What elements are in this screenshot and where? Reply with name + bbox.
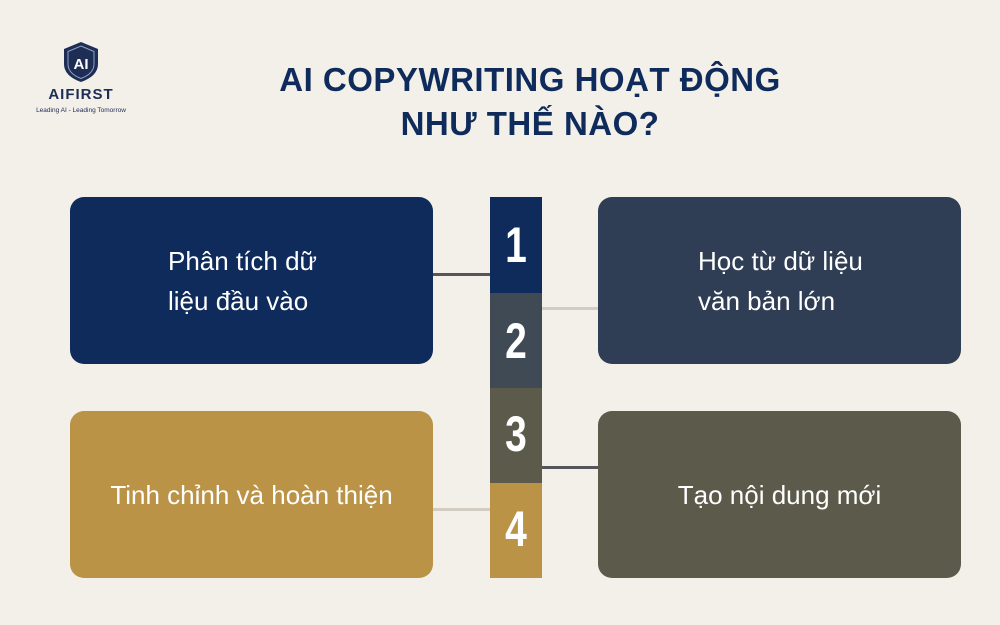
step-1-number: 1	[505, 217, 527, 273]
step-2-number: 2	[505, 313, 527, 369]
step-card-2: Học từ dữ liệu văn bản lớn	[598, 197, 961, 364]
title-line-2: NHƯ THẾ NÀO?	[400, 105, 660, 142]
step-3-block	[490, 388, 542, 483]
connector-step-2	[542, 307, 598, 310]
connector-step-3	[542, 466, 598, 469]
step-4-number: 4	[505, 501, 527, 557]
step-4-block	[490, 483, 542, 578]
logo: AI AIFIRST Leading AI - Leading Tomorrow	[26, 40, 136, 114]
title-line-1: AI COPYWRITING HOẠT ĐỘNG	[279, 61, 781, 98]
step-3-label: Tạo nội dung mới	[677, 479, 882, 510]
logo-tagline: Leading AI - Leading Tomorrow	[36, 107, 126, 114]
connector-step-1	[433, 273, 490, 276]
step-card-4: Tinh chỉnh và hoàn thiện	[70, 411, 433, 578]
step-card-3: Tạo nội dung mới	[598, 411, 961, 578]
logo-name: AIFIRST	[48, 86, 114, 103]
step-1-label: Phân tích dữ liệu đầu vào	[168, 245, 317, 316]
step-number-column: 1 2 3 4	[490, 197, 542, 578]
step-card-1: Phân tích dữ liệu đầu vào	[70, 197, 433, 364]
step-4-label: Tinh chỉnh và hoàn thiện	[110, 479, 393, 510]
step-3-number: 3	[505, 406, 527, 462]
logo-mark: AI	[74, 56, 89, 73]
step-1-block	[490, 197, 542, 293]
page-title: AI COPYWRITING HOẠT ĐỘNG NHƯ THẾ NÀO?	[150, 58, 910, 146]
shield-logo-icon: AI	[64, 42, 98, 82]
step-2-label: Học từ dữ liệu văn bản lớn	[698, 245, 863, 316]
step-2-block	[490, 293, 542, 388]
connector-step-4	[433, 508, 490, 511]
